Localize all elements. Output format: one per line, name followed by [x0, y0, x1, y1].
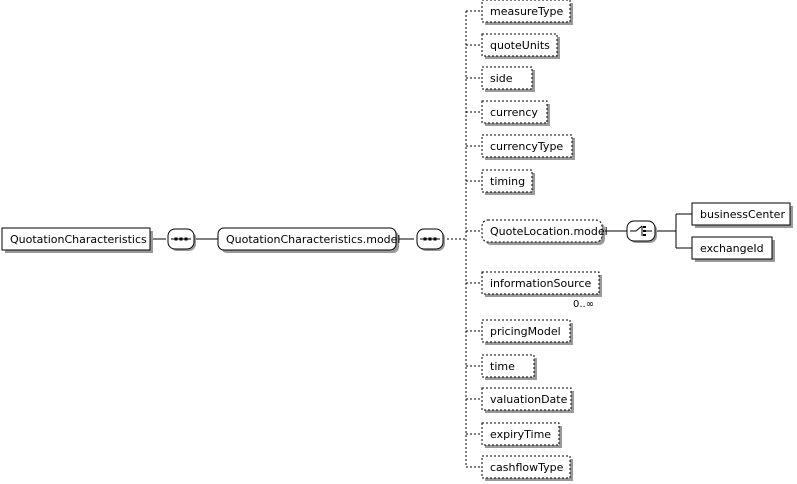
box-frame — [481, 169, 533, 193]
quote-units-node: quoteUnits — [481, 33, 560, 59]
box-frame — [1, 227, 151, 251]
icon-dot — [643, 234, 646, 236]
icon-dot — [174, 237, 178, 241]
sequence-icon — [416, 228, 445, 251]
business-center-node: businessCenter — [691, 202, 793, 228]
node-label: side — [490, 72, 513, 85]
currency-type-node: currencyType — [481, 134, 575, 160]
expiry-time-node: expiryTime — [481, 422, 562, 448]
node-label: measureType — [490, 5, 563, 18]
time-node: time — [481, 354, 537, 380]
information-source-node: informationSource — [481, 271, 602, 297]
icon-stroke — [635, 225, 643, 232]
exchange-id-node: exchangeId — [691, 236, 775, 262]
icon-dot — [423, 237, 427, 241]
node-label: quoteUnits — [490, 39, 550, 52]
connector-lines — [150, 10, 692, 468]
box-frame — [481, 33, 558, 57]
node-label: exchangeId — [700, 242, 764, 255]
currency-node: currency — [481, 100, 550, 126]
cardinality-label: 0..∞ — [573, 299, 594, 310]
node-label: informationSource — [490, 277, 591, 290]
node-label: pricingModel — [490, 325, 561, 338]
side-node: side — [481, 66, 535, 92]
node-label: QuoteLocation.model — [490, 225, 608, 238]
box-frame — [481, 455, 571, 479]
node-label: cashflowType — [490, 461, 564, 474]
measure-type-node: measureType — [481, 0, 573, 25]
node-label: valuationDate — [490, 393, 568, 406]
quote-location-model-node: QuoteLocation.model — [481, 219, 608, 245]
node-label: expiryTime — [490, 428, 551, 441]
box-frame — [217, 227, 397, 251]
node-label: businessCenter — [700, 208, 785, 221]
node-label: time — [490, 360, 515, 373]
box-frame — [481, 219, 603, 243]
sequence-icon — [167, 228, 196, 251]
box-frame — [691, 202, 791, 226]
icon-dot — [184, 237, 188, 241]
box-frame — [481, 134, 573, 158]
box-frame — [481, 0, 571, 23]
timing-node: timing — [481, 169, 535, 195]
quotation-characteristics-node: QuotationCharacteristics — [1, 227, 153, 253]
node-label: QuotationCharacteristics.model — [226, 233, 400, 246]
box-frame — [481, 319, 571, 343]
node-label: timing — [490, 175, 525, 188]
valuation-date-node: valuationDate — [481, 387, 574, 413]
node-label: currency — [490, 106, 538, 119]
box-frame — [691, 236, 773, 260]
node-label: currencyType — [490, 140, 563, 153]
box-frame — [481, 387, 572, 411]
icon-dot — [643, 230, 646, 232]
pricing-model-node: pricingModel — [481, 319, 573, 345]
cashflow-type-node: cashflowType — [481, 455, 573, 481]
icon-dot — [433, 237, 437, 241]
box-frame — [481, 271, 600, 295]
icon-frame — [626, 220, 656, 242]
quotation-characteristics-model-node: QuotationCharacteristics.model — [217, 227, 400, 253]
choice-icon — [626, 220, 657, 243]
box-frame — [481, 422, 560, 446]
node-label: QuotationCharacteristics — [10, 233, 147, 246]
box-frame — [481, 66, 533, 90]
box-frame — [481, 354, 535, 378]
icon-dot — [428, 237, 432, 241]
icon-dot — [179, 237, 183, 241]
icon-dot — [643, 226, 646, 228]
box-frame — [481, 100, 548, 124]
